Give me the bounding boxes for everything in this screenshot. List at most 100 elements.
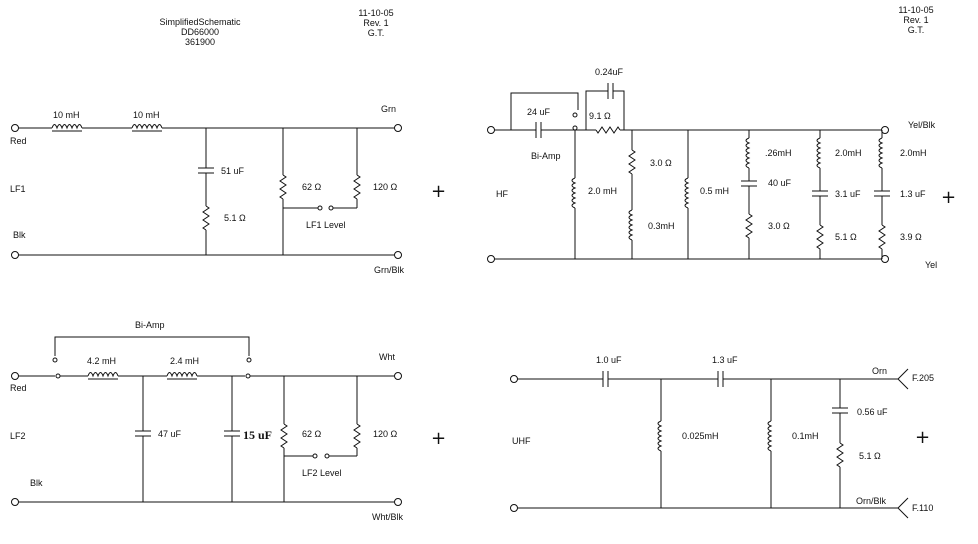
- level-switch-lf2-a: [312, 453, 318, 459]
- label-uhf-name: UHF: [512, 436, 531, 446]
- hf-circuit: HF 24 uF Bi-Amp 0.24uF 9.1 Ω 2.0 mH 3.0 …: [487, 67, 956, 270]
- label-lf1-r2: 62 Ω: [302, 182, 322, 192]
- terminal-hf-in-pos: [487, 126, 495, 134]
- inductor-hf-shunt6: [878, 137, 883, 169]
- label-hf-l-shunt5: 2.0mH: [835, 148, 862, 158]
- label-hf-c-shunt6: 1.3 uF: [900, 189, 926, 199]
- biamp-switch-lf2-b: [245, 373, 251, 379]
- label-lf1-l2: 10 mH: [133, 110, 160, 120]
- uhf-circuit: UHF 1.0 uF 1.3 uF 0.025mH 0.1mH 0.56 uF …: [510, 355, 934, 519]
- label-hf-c-shunt5: 3.1 uF: [835, 189, 861, 199]
- label-uhf-out-neg: Orn/Blk: [856, 496, 887, 506]
- biamp-jumper-lf2-b: [246, 357, 252, 363]
- resistor-hf-shunt5: [816, 224, 824, 250]
- capacitor-uhf-c2: [717, 370, 724, 388]
- label-hf-c-series: 24 uF: [527, 107, 551, 117]
- capacitor-hf-c-series: [535, 121, 542, 139]
- label-lf2-in-neg: Blk: [30, 478, 43, 488]
- terminal-lf1-out-pos: [394, 124, 402, 132]
- biamp-jumper-lf2-a: [52, 357, 58, 363]
- resistor-lf1-r2: [279, 174, 287, 200]
- label-lf2-c2: 15 uF: [243, 428, 272, 442]
- label-lf2-r2: 62 Ω: [302, 429, 322, 439]
- inductor-hf-shunt4: [745, 137, 750, 169]
- capacitor-hf-shunt5: [811, 190, 829, 197]
- capacitor-lf1-c1: [197, 167, 215, 174]
- label-lf1-in-neg: Blk: [13, 230, 26, 240]
- initials-left: G.T.: [368, 28, 385, 38]
- label-hf-c-shunt4: 40 uF: [768, 178, 792, 188]
- label-hf-r-shunt4: 3.0 Ω: [768, 221, 790, 231]
- label-lf1-l1: 10 mH: [53, 110, 80, 120]
- label-lf2-c1: 47 uF: [158, 429, 182, 439]
- label-lf1-out-neg: Grn/Blk: [374, 265, 405, 275]
- label-lf2-biamp: Bi-Amp: [135, 320, 165, 330]
- level-switch-lf1-a: [317, 205, 323, 211]
- connector-uhf-neg: [897, 497, 909, 519]
- inductor-lf1-l1: [51, 124, 83, 132]
- label-uhf-l1: 0.025mH: [682, 431, 719, 441]
- label-uhf-c2: 1.3 uF: [712, 355, 738, 365]
- inductor-uhf-l2: [767, 420, 772, 452]
- label-hf-r-shunt6: 3.9 Ω: [900, 232, 922, 242]
- lf1-circuit: Red Blk LF1 10 mH 10 mH 51 uF 5.1 Ω 62 Ω…: [10, 104, 446, 275]
- capacitor-lf2-c1: [134, 430, 152, 437]
- inductor-uhf-l1: [657, 420, 662, 452]
- biamp-jumper-hf-a: [572, 112, 578, 118]
- terminal-uhf-in-pos: [510, 375, 518, 383]
- resistor-hf-shunt6: [878, 224, 886, 250]
- label-hf-r-shunt5: 5.1 Ω: [835, 232, 857, 242]
- part-number-2: 361900: [185, 37, 215, 47]
- label-hf-r-series: 9.1 Ω: [589, 111, 611, 121]
- label-lf2-l1: 4.2 mH: [87, 356, 116, 366]
- label-hf-l-shunt3: 0.5 mH: [700, 186, 729, 196]
- inductor-lf2-l2: [166, 372, 198, 380]
- terminal-lf2-out-neg: [394, 498, 402, 506]
- label-lf2-level: LF2 Level: [302, 468, 342, 478]
- capacitor-uhf-c1: [602, 370, 609, 388]
- label-lf2-out-neg: Wht/Blk: [372, 512, 404, 522]
- date-left: 11-10-05: [358, 8, 393, 18]
- label-hf-l-shunt6: 2.0mH: [900, 148, 927, 158]
- label-hf-name: HF: [496, 189, 508, 199]
- label-uhf-l2: 0.1mH: [792, 431, 819, 441]
- resistor-lf2-r3: [353, 423, 361, 449]
- inductor-hf-shunt2: [628, 209, 633, 241]
- label-lf2-r3: 120 Ω: [373, 429, 398, 439]
- terminal-lf1-out-neg: [394, 251, 402, 259]
- label-lf2-out-pos: Wht: [379, 352, 396, 362]
- label-hf-out-pos: Yel/Blk: [908, 120, 936, 130]
- label-hf-out-neg: Yel: [925, 260, 937, 270]
- label-uhf-out-pos: Orn: [872, 366, 887, 376]
- capacitor-uhf-c3: [831, 407, 849, 414]
- resistor-lf1-r3: [353, 174, 361, 200]
- terminal-lf2-in-pos: [11, 372, 19, 380]
- resistor-hf-shunt2: [628, 149, 636, 175]
- terminal-hf-out-neg: [881, 255, 889, 263]
- capacitor-lf2-c2: [223, 430, 241, 437]
- plus-uhf: +: [915, 427, 930, 448]
- level-switch-lf1-b: [328, 205, 334, 211]
- label-hf-c-top: 0.24uF: [595, 67, 624, 77]
- label-lf1-r3: 120 Ω: [373, 182, 398, 192]
- label-lf2-name: LF2: [10, 431, 26, 441]
- terminal-uhf-in-neg: [510, 504, 518, 512]
- label-hf-l-shunt1: 2.0 mH: [588, 186, 617, 196]
- resistor-uhf-r1: [836, 442, 844, 468]
- resistor-hf-shunt4: [745, 213, 753, 239]
- capacitor-hf-shunt4: [740, 180, 758, 187]
- terminal-lf1-in-pos: [11, 124, 19, 132]
- label-hf-l-shunt4: .26mH: [765, 148, 792, 158]
- biamp-switch-lf2-a: [55, 373, 61, 379]
- schematic-title: SimplifiedSchematic: [159, 17, 241, 27]
- label-uhf-c1: 1.0 uF: [596, 355, 622, 365]
- resistor-hf-r-series: [595, 126, 621, 134]
- terminal-lf2-in-neg: [11, 498, 19, 506]
- capacitor-hf-shunt6: [873, 190, 891, 197]
- label-lf1-c1: 51 uF: [221, 166, 245, 176]
- label-lf2-l2: 2.4 mH: [170, 356, 199, 366]
- date-right: 11-10-05: [898, 5, 933, 15]
- resistor-lf2-r2: [280, 423, 288, 449]
- header-left: SimplifiedSchematic DD66000 361900 11-10…: [159, 8, 393, 47]
